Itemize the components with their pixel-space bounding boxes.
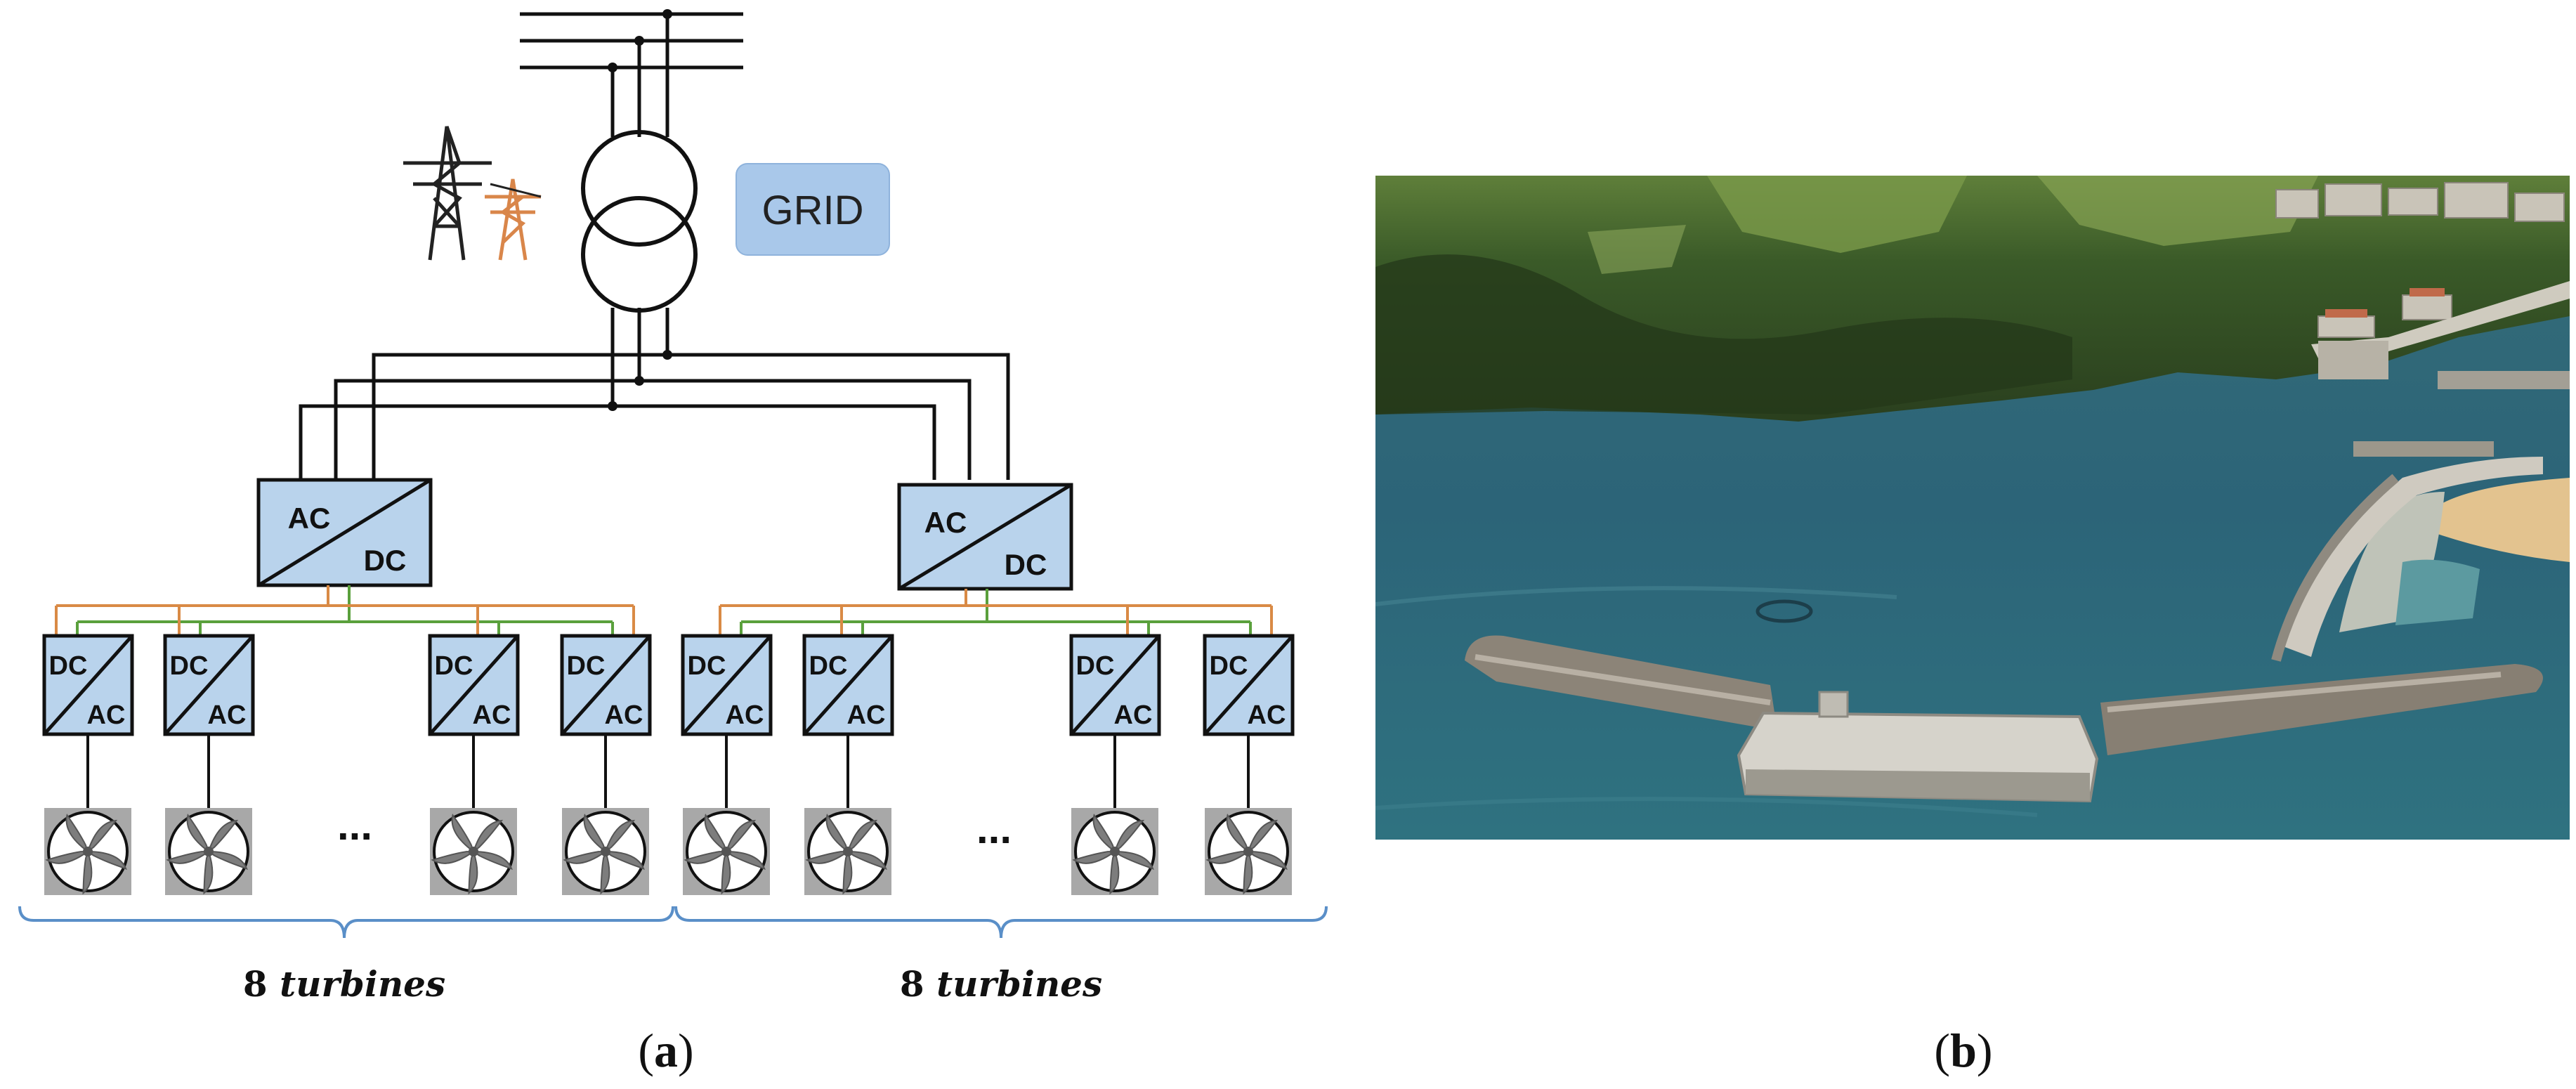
ac-feeder-lines [299, 353, 1010, 480]
group-label-right: 8 turbines [900, 963, 1102, 1005]
main-converter-right-bottom-label: DC [1005, 548, 1047, 581]
turbine-converter-top-label: DC [435, 651, 473, 681]
turbine-converter-bottom-label: AC [726, 700, 764, 730]
transmission-tower-icon [403, 126, 492, 261]
grid-label: GRID [762, 188, 864, 233]
main-converter-right: AC DC [897, 483, 1073, 591]
turbine-converter-top-label: DC [49, 651, 88, 681]
group-label-right-word: turbines [936, 963, 1102, 1005]
turbine-icon [1071, 808, 1158, 895]
aerial-photo [1375, 176, 2570, 840]
caption-b: (b) [1934, 1024, 1992, 1077]
panel-a-diagram: GRID AC DC AC DC [18, 9, 1328, 1077]
ellipsis-right: ... [976, 805, 1012, 852]
turbine-converter-bottom-label: AC [847, 700, 886, 730]
group-label-left: 8 turbines [243, 963, 445, 1005]
turbine-converter-bottom-label: AC [473, 700, 511, 730]
main-converter-left-top-label: AC [288, 502, 331, 535]
village-buildings [2275, 182, 2565, 338]
turbine-converter-bottom-label: AC [208, 700, 247, 730]
turbine-converter-top-label: DC [170, 651, 209, 681]
group-label-left-number: 8 [243, 963, 268, 1005]
turbine-converter-top-label: DC [1210, 651, 1248, 681]
turbine-converter-top-label: DC [809, 651, 848, 681]
grid-busbar [520, 12, 743, 70]
turbine-unit: DC AC [42, 634, 134, 895]
turbine-unit: DC AC [163, 634, 255, 895]
turbine-converter-bottom-label: AC [1114, 700, 1153, 730]
turbine-unit: DC AC [560, 634, 652, 895]
turbine-icon [804, 808, 891, 895]
turbine-converter-bottom-label: AC [1248, 700, 1286, 730]
turbine-converter-top-label: DC [567, 651, 606, 681]
turbine-icon [562, 808, 649, 895]
panel-b-photo: (b) [1375, 176, 2570, 1077]
turbine-unit: DC AC [1069, 634, 1161, 895]
turbine-converter-bottom-label: AC [87, 700, 126, 730]
grid-label-box [735, 163, 890, 256]
turbine-icon [44, 808, 131, 895]
group-brace-right [674, 906, 1328, 939]
turbine-icon [1205, 808, 1292, 895]
ellipsis-left: ... [337, 802, 372, 849]
turbine-converter-top-label: DC [688, 651, 726, 681]
transformer-icon [581, 130, 698, 313]
turbine-icon [430, 808, 517, 895]
group-label-left-word: turbines [280, 963, 445, 1005]
main-converter-left: AC DC [256, 478, 433, 587]
group-brace-left [18, 906, 674, 939]
turbine-icon [165, 808, 252, 895]
dc-bus-lines [55, 585, 1273, 636]
main-converter-right-top-label: AC [924, 506, 967, 539]
group-label-right-number: 8 [900, 963, 924, 1005]
main-converter-left-bottom-label: DC [364, 544, 407, 577]
turbine-converter-bottom-label: AC [605, 700, 643, 730]
transmission-tower-orange-icon [485, 178, 541, 261]
turbine-unit: DC AC [802, 634, 894, 895]
caption-a: (a) [638, 1024, 693, 1077]
turbine-converter-top-label: DC [1076, 651, 1115, 681]
turbine-icon [683, 808, 770, 895]
